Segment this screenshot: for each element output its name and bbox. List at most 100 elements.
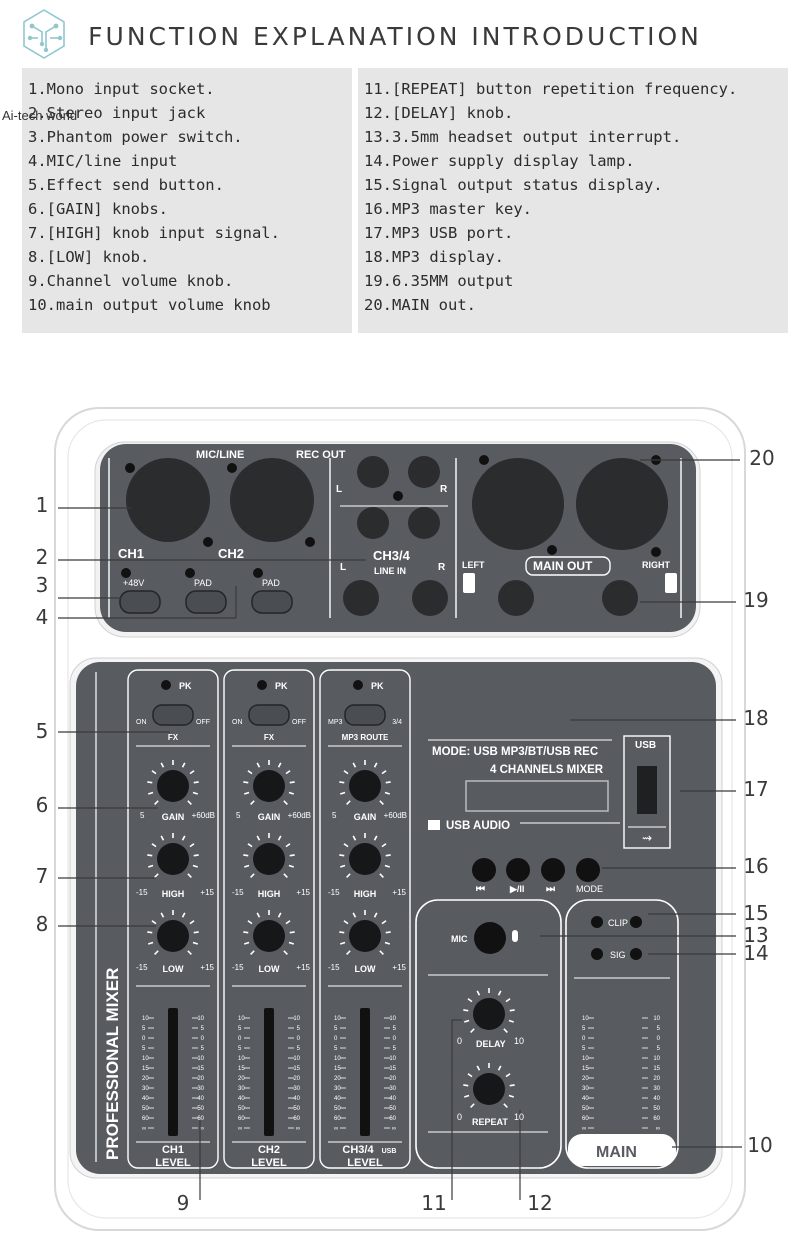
high-max: +15 [296, 888, 310, 897]
meter-scale-right: 60 [389, 1116, 396, 1122]
item-text: Phantom power switch. [46, 128, 243, 146]
play-pause-label: ▶/II [509, 884, 524, 894]
channel-name: CH3/4 [342, 1144, 374, 1156]
clip-led-left [591, 916, 603, 928]
gain-knob[interactable] [349, 770, 381, 802]
ch34-input-label: CH3/4 [373, 548, 411, 563]
knob-tick [379, 800, 384, 805]
knob-tick [384, 941, 390, 945]
knob-tick [385, 931, 391, 934]
knob-tick [256, 835, 261, 841]
rca-jack[interactable] [408, 456, 440, 488]
mode-label: MODE: USB MP3/BT/USB REC [432, 746, 598, 758]
line-in-r: R [438, 562, 446, 573]
line-in-r-jack[interactable] [412, 580, 448, 616]
meter-scale-left: 0 [142, 1036, 146, 1042]
delay-knob[interactable] [473, 998, 505, 1030]
main-label: MAIN [596, 1144, 637, 1161]
callout-number: 15 [743, 901, 768, 925]
knob-tick [497, 990, 502, 996]
main-out-right-jack[interactable] [602, 580, 638, 616]
fx-switch[interactable] [344, 704, 386, 726]
low-knob[interactable] [253, 920, 285, 952]
prev-button[interactable] [472, 858, 496, 882]
main-out-left-jack[interactable] [498, 580, 534, 616]
low-knob[interactable] [157, 920, 189, 952]
ch1-combo-jack[interactable] [126, 458, 210, 542]
route-label: MP3 ROUTE [342, 733, 389, 742]
callout-number: 16 [743, 854, 768, 878]
channel-level: LEVEL [155, 1157, 191, 1169]
knob-tick [147, 854, 153, 857]
channel-fader[interactable] [168, 1008, 178, 1136]
main-out-left-xlr[interactable] [472, 458, 564, 550]
low-knob[interactable] [349, 920, 381, 952]
item-text: [REPEAT] button repetition frequency. [392, 80, 738, 98]
high-knob[interactable] [157, 843, 189, 875]
fx-switch[interactable] [248, 704, 290, 726]
knob-tick [288, 791, 294, 795]
mic-knob[interactable] [474, 922, 506, 954]
mode-button[interactable] [576, 858, 600, 882]
line-in-l-jack[interactable] [343, 580, 379, 616]
knob-tick [463, 1084, 469, 1087]
high-min: -15 [232, 888, 244, 897]
meter-scale-right: 10 [197, 1016, 204, 1022]
toggle-switch[interactable] [119, 590, 161, 614]
meter-scale-right: 5 [201, 1046, 205, 1052]
rca-jack[interactable] [357, 456, 389, 488]
knob-tick [160, 762, 165, 768]
low-min: -15 [232, 963, 244, 972]
outer-frame [54, 407, 746, 1231]
high-knob[interactable] [253, 843, 285, 875]
callout-number: 3 [36, 573, 49, 597]
next-button[interactable] [541, 858, 565, 882]
knob-tick [289, 931, 295, 934]
channel-name: CH1 [162, 1144, 184, 1156]
switch-right-label: 3/4 [392, 719, 402, 726]
channel-fader[interactable] [360, 1008, 370, 1136]
low-min: -15 [328, 963, 340, 972]
meter-scale-left: 10 [334, 1056, 341, 1062]
channel-fader[interactable] [264, 1008, 274, 1136]
main-out-right-xlr[interactable] [576, 458, 668, 550]
repeat-knob[interactable] [473, 1073, 505, 1105]
low-max: +15 [200, 963, 214, 972]
circuit-logo-icon [23, 9, 65, 59]
item-text: MP3 display. [392, 248, 504, 266]
item-number: 5. [28, 176, 47, 194]
gain-knob[interactable] [157, 770, 189, 802]
toggle-switch[interactable] [251, 590, 293, 614]
meter-scale-left: 10 [142, 1056, 149, 1062]
knob-tick [346, 800, 351, 805]
toggle-switch[interactable] [185, 590, 227, 614]
knob-tick [505, 998, 511, 1003]
knob-tick [277, 835, 282, 841]
next-label: ⏭ [546, 884, 555, 895]
meter-scale-right: 60 [293, 1116, 300, 1122]
peak-label: PK [275, 681, 288, 691]
knob-tick [181, 912, 186, 918]
sig-led-left [591, 948, 603, 960]
channel-name: CH2 [258, 1144, 280, 1156]
meter-scale-left: 10 [142, 1016, 149, 1022]
usb-port[interactable] [637, 766, 657, 814]
meter-scale-right: 50 [293, 1106, 300, 1112]
fx-switch[interactable] [152, 704, 194, 726]
meter-scale-left: 40 [334, 1096, 341, 1102]
gain-knob[interactable] [253, 770, 285, 802]
rca-jack[interactable] [357, 507, 389, 539]
screw-hole [479, 455, 489, 465]
meter-scale-left: 10 [334, 1016, 341, 1022]
rca-jack[interactable] [408, 507, 440, 539]
knob-tick [243, 931, 249, 934]
phantom-label: +48V [123, 578, 144, 588]
ch2-combo-jack[interactable] [230, 458, 314, 542]
high-knob[interactable] [349, 843, 381, 875]
screw-hole [185, 568, 195, 578]
item-number: 8. [28, 248, 47, 266]
knob-tick [189, 920, 195, 925]
play-button[interactable] [506, 858, 530, 882]
knob-tick [181, 762, 186, 768]
